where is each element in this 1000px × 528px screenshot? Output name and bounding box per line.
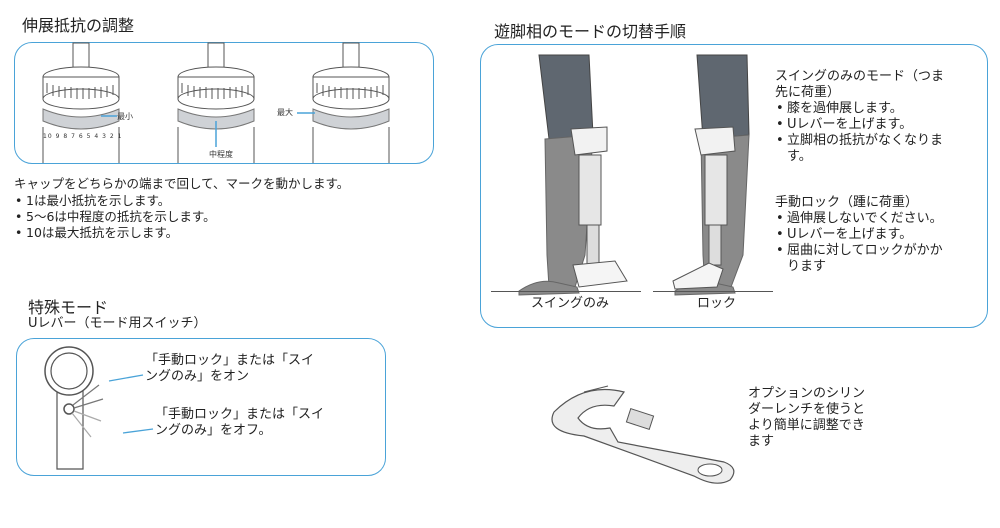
swing-panel: スイングのみ ロック スイングのみのモード（つま 先に荷重） 膝を過伸展します。… bbox=[480, 44, 988, 328]
dial-mid-label: 中程度 bbox=[209, 150, 233, 159]
caption-swing: スイングのみ bbox=[531, 296, 610, 311]
leg-illustration-lock bbox=[672, 54, 750, 296]
wrench-illustration bbox=[551, 385, 735, 484]
extension-panel: 最小 10 9 8 7 6 5 4 3 2 1 中程度 bbox=[14, 42, 434, 164]
ulever-panel: 「手動ロック」または「スイ ングのみ」をオン 「手動ロック」または「スイ ングの… bbox=[16, 338, 386, 476]
extension-bullet: 1は最小抵抗を示します。 bbox=[14, 193, 216, 209]
dial-scale-1: 10 9 8 7 6 5 4 3 2 1 bbox=[43, 133, 123, 140]
caption-lock: ロック bbox=[697, 296, 737, 311]
ulever-off-text: 「手動ロック」または「スイ ングのみ」をオフ。 bbox=[155, 407, 325, 438]
extension-bullet: 10は最大抵抗を示します。 bbox=[14, 225, 216, 241]
ground-line-lock bbox=[653, 291, 773, 292]
swing-mode-text: スイングのみのモード（つま 先に荷重） 膝を過伸展します。 Uレバーを上げます。… bbox=[775, 69, 944, 165]
leg-illustration-swing bbox=[518, 54, 628, 296]
dial-min-label: 最小 bbox=[117, 112, 133, 121]
extension-bullet: 5〜6は中程度の抵抗を示します。 bbox=[14, 209, 216, 225]
dial-illustration-mid bbox=[177, 42, 255, 163]
special-subtitle: Uレバー（モード用スイッチ） bbox=[28, 316, 207, 331]
extension-intro: キャップをどちらかの端まで回して、マークを動かします。 bbox=[14, 176, 350, 191]
ulever-illustration bbox=[44, 346, 104, 470]
dial-max-label: 最大 bbox=[277, 108, 293, 117]
dial-illustration-max bbox=[297, 42, 390, 163]
special-title: 特殊モード bbox=[28, 298, 109, 317]
wrench-text: オプションのシリン ダーレンチを使うと より簡単に調整でき ます bbox=[748, 386, 866, 449]
swing-title: 遊脚相のモードの切替手順 bbox=[494, 22, 687, 41]
lock-mode-text: 手動ロック（踵に荷重） 過伸展しないでください。 Uレバーを上げます。 屈曲に対… bbox=[775, 195, 943, 275]
ground-line-swing bbox=[491, 291, 641, 292]
ulever-callout-lines bbox=[108, 374, 154, 434]
ulever-on-text: 「手動ロック」または「スイ ングのみ」をオン bbox=[145, 353, 315, 384]
dial-illustration-min bbox=[42, 42, 120, 163]
extension-title: 伸展抵抗の調整 bbox=[22, 16, 135, 35]
extension-bullets: 1は最小抵抗を示します。 5〜6は中程度の抵抗を示します。 10は最大抵抗を示し… bbox=[14, 193, 216, 241]
